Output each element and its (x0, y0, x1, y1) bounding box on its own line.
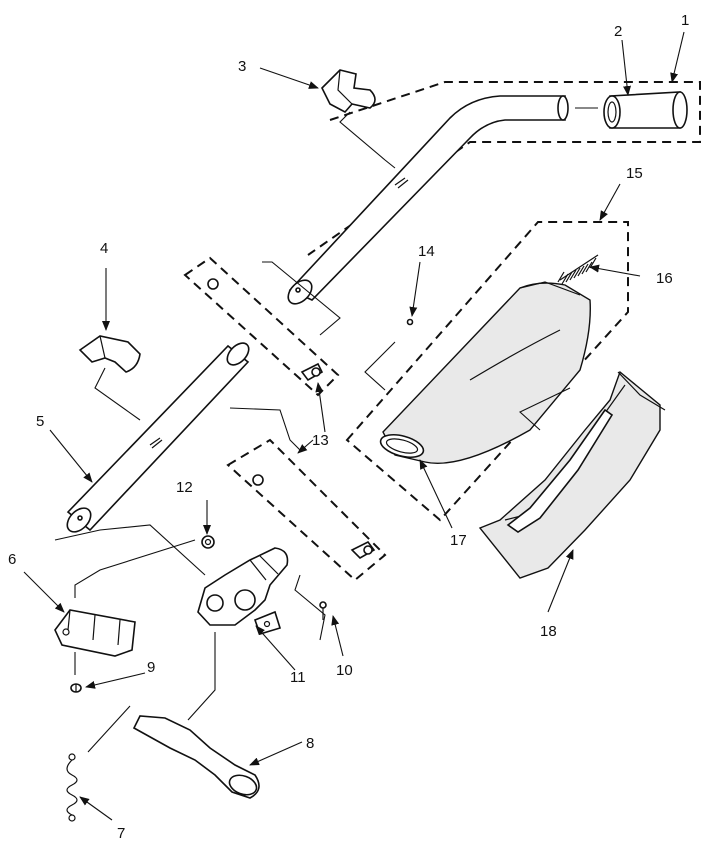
hand-grip (603, 91, 688, 129)
screw-lower (350, 540, 376, 559)
dust-bag (379, 281, 591, 465)
upper-handle-tube (287, 95, 569, 305)
callout-8: 8 (306, 735, 314, 752)
outer-bag-cover (478, 370, 666, 579)
assembly-13-lower-outline (226, 438, 387, 582)
callout-9: 9 (147, 659, 155, 676)
callout-6: 6 (8, 551, 16, 568)
callout-5: 5 (36, 413, 44, 430)
assembly-1-outline (307, 81, 701, 256)
screw-upper (300, 362, 324, 382)
screw-9 (70, 683, 82, 693)
callout-14: 14 (418, 243, 435, 260)
assembly-15-outline (345, 221, 629, 522)
cord-hook-lower (78, 335, 141, 373)
callout-12: 12 (176, 479, 193, 496)
callout-10: 10 (336, 662, 353, 679)
nut (201, 535, 215, 549)
pedal-bracket (54, 609, 136, 657)
callout-13: 13 (312, 432, 329, 449)
release-pedal (132, 715, 260, 799)
small-screw (319, 601, 327, 620)
cord-hook-upper (321, 69, 376, 114)
callout-7: 7 (117, 825, 125, 842)
assembly-13-upper-outline (183, 256, 340, 397)
callout-4: 4 (100, 240, 108, 257)
bag-spring (557, 254, 599, 285)
callout-15: 15 (626, 165, 643, 182)
callout-2: 2 (614, 23, 622, 40)
callout-16: 16 (656, 270, 673, 287)
handle-socket-bracket (197, 547, 289, 635)
bag-pin (406, 318, 414, 326)
callout-3: 3 (238, 58, 246, 75)
callout-1: 1 (681, 12, 689, 29)
callout-17: 17 (450, 532, 467, 549)
pedal-spring (66, 753, 78, 822)
callout-11: 11 (290, 669, 306, 686)
callout-18: 18 (540, 623, 557, 640)
lower-handle-tube (66, 342, 250, 533)
